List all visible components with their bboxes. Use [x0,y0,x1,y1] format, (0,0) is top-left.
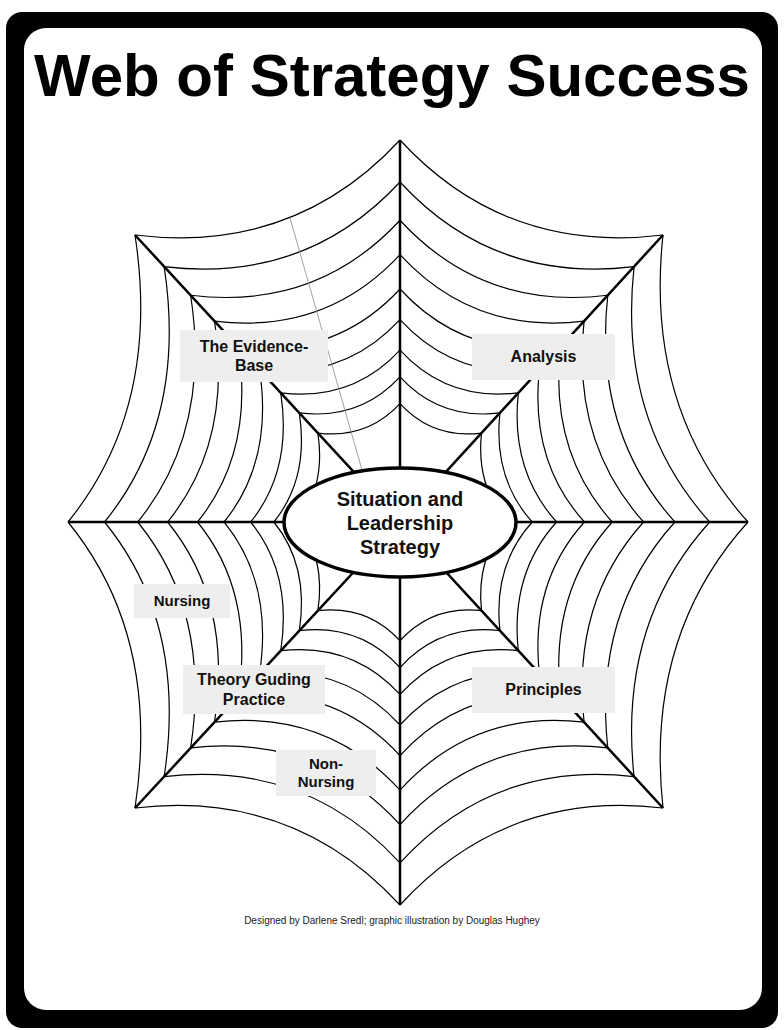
web-ring [191,220,400,297]
web-ring [400,805,663,905]
node-text: Non-Nursing [284,755,368,791]
frame-ground [24,28,762,1010]
web-ring [400,746,608,825]
web-ring [224,370,263,522]
web-ring [105,522,170,777]
web-rings [68,140,748,905]
frame-border [6,12,778,1028]
web-ring [660,522,748,808]
web-ring [68,522,141,808]
node-text: Principles [505,680,581,699]
ellipse-shape [284,468,516,577]
strand-label: Theory Guding Practice [183,665,325,714]
web-ring [517,393,557,522]
node-text: Theory Guding Practice [191,670,317,708]
web-spoke [399,140,402,522]
web-ring [632,267,710,522]
node-text: Situation and Leadership Strategy [325,487,475,559]
web-ring [105,267,170,522]
web-ring [400,610,482,641]
web-ring [318,610,400,641]
node-text: Nursing [154,592,211,610]
strand-label: Nursing [134,584,230,618]
title: Web of Strategy Success [0,46,784,106]
web-ring [632,522,710,777]
web-ring [606,295,675,522]
web-ring [400,182,634,269]
web-ring [135,140,400,238]
web-ring [215,255,401,323]
web-ring [660,235,748,522]
web-ring [400,404,482,434]
web-ring [400,630,500,668]
web-ring [400,255,584,323]
web-ring [251,393,284,522]
web-ring [299,377,400,414]
web-ring [400,220,608,297]
web-ring [400,377,500,414]
web-ring [135,805,400,905]
web-spoke [399,522,402,905]
web-ring [400,140,663,238]
web-ring [400,774,634,863]
strand-label: Principles [472,667,615,713]
web-ring [517,522,557,651]
web-spokes [68,140,748,905]
web-ring [538,522,585,674]
strand-label: The Evidence-Base [180,330,328,382]
node-text: Analysis [511,347,577,366]
web-ring [538,370,585,522]
node-text: The Evidence-Base [188,337,320,375]
web-ring [68,235,141,522]
web-ring [251,522,284,651]
web-ring [299,630,400,668]
web-ring [164,182,400,269]
strand-label: Non-Nursing [276,750,376,796]
caption: Designed by Darlene Sredl; graphic illus… [0,915,784,926]
web-ring [191,746,400,825]
center-ellipse: Situation and Leadership Strategy [282,466,518,579]
strand-label: Analysis [472,334,615,380]
web-ring [606,522,675,748]
web-ring [138,522,195,748]
web-ring [318,404,400,434]
